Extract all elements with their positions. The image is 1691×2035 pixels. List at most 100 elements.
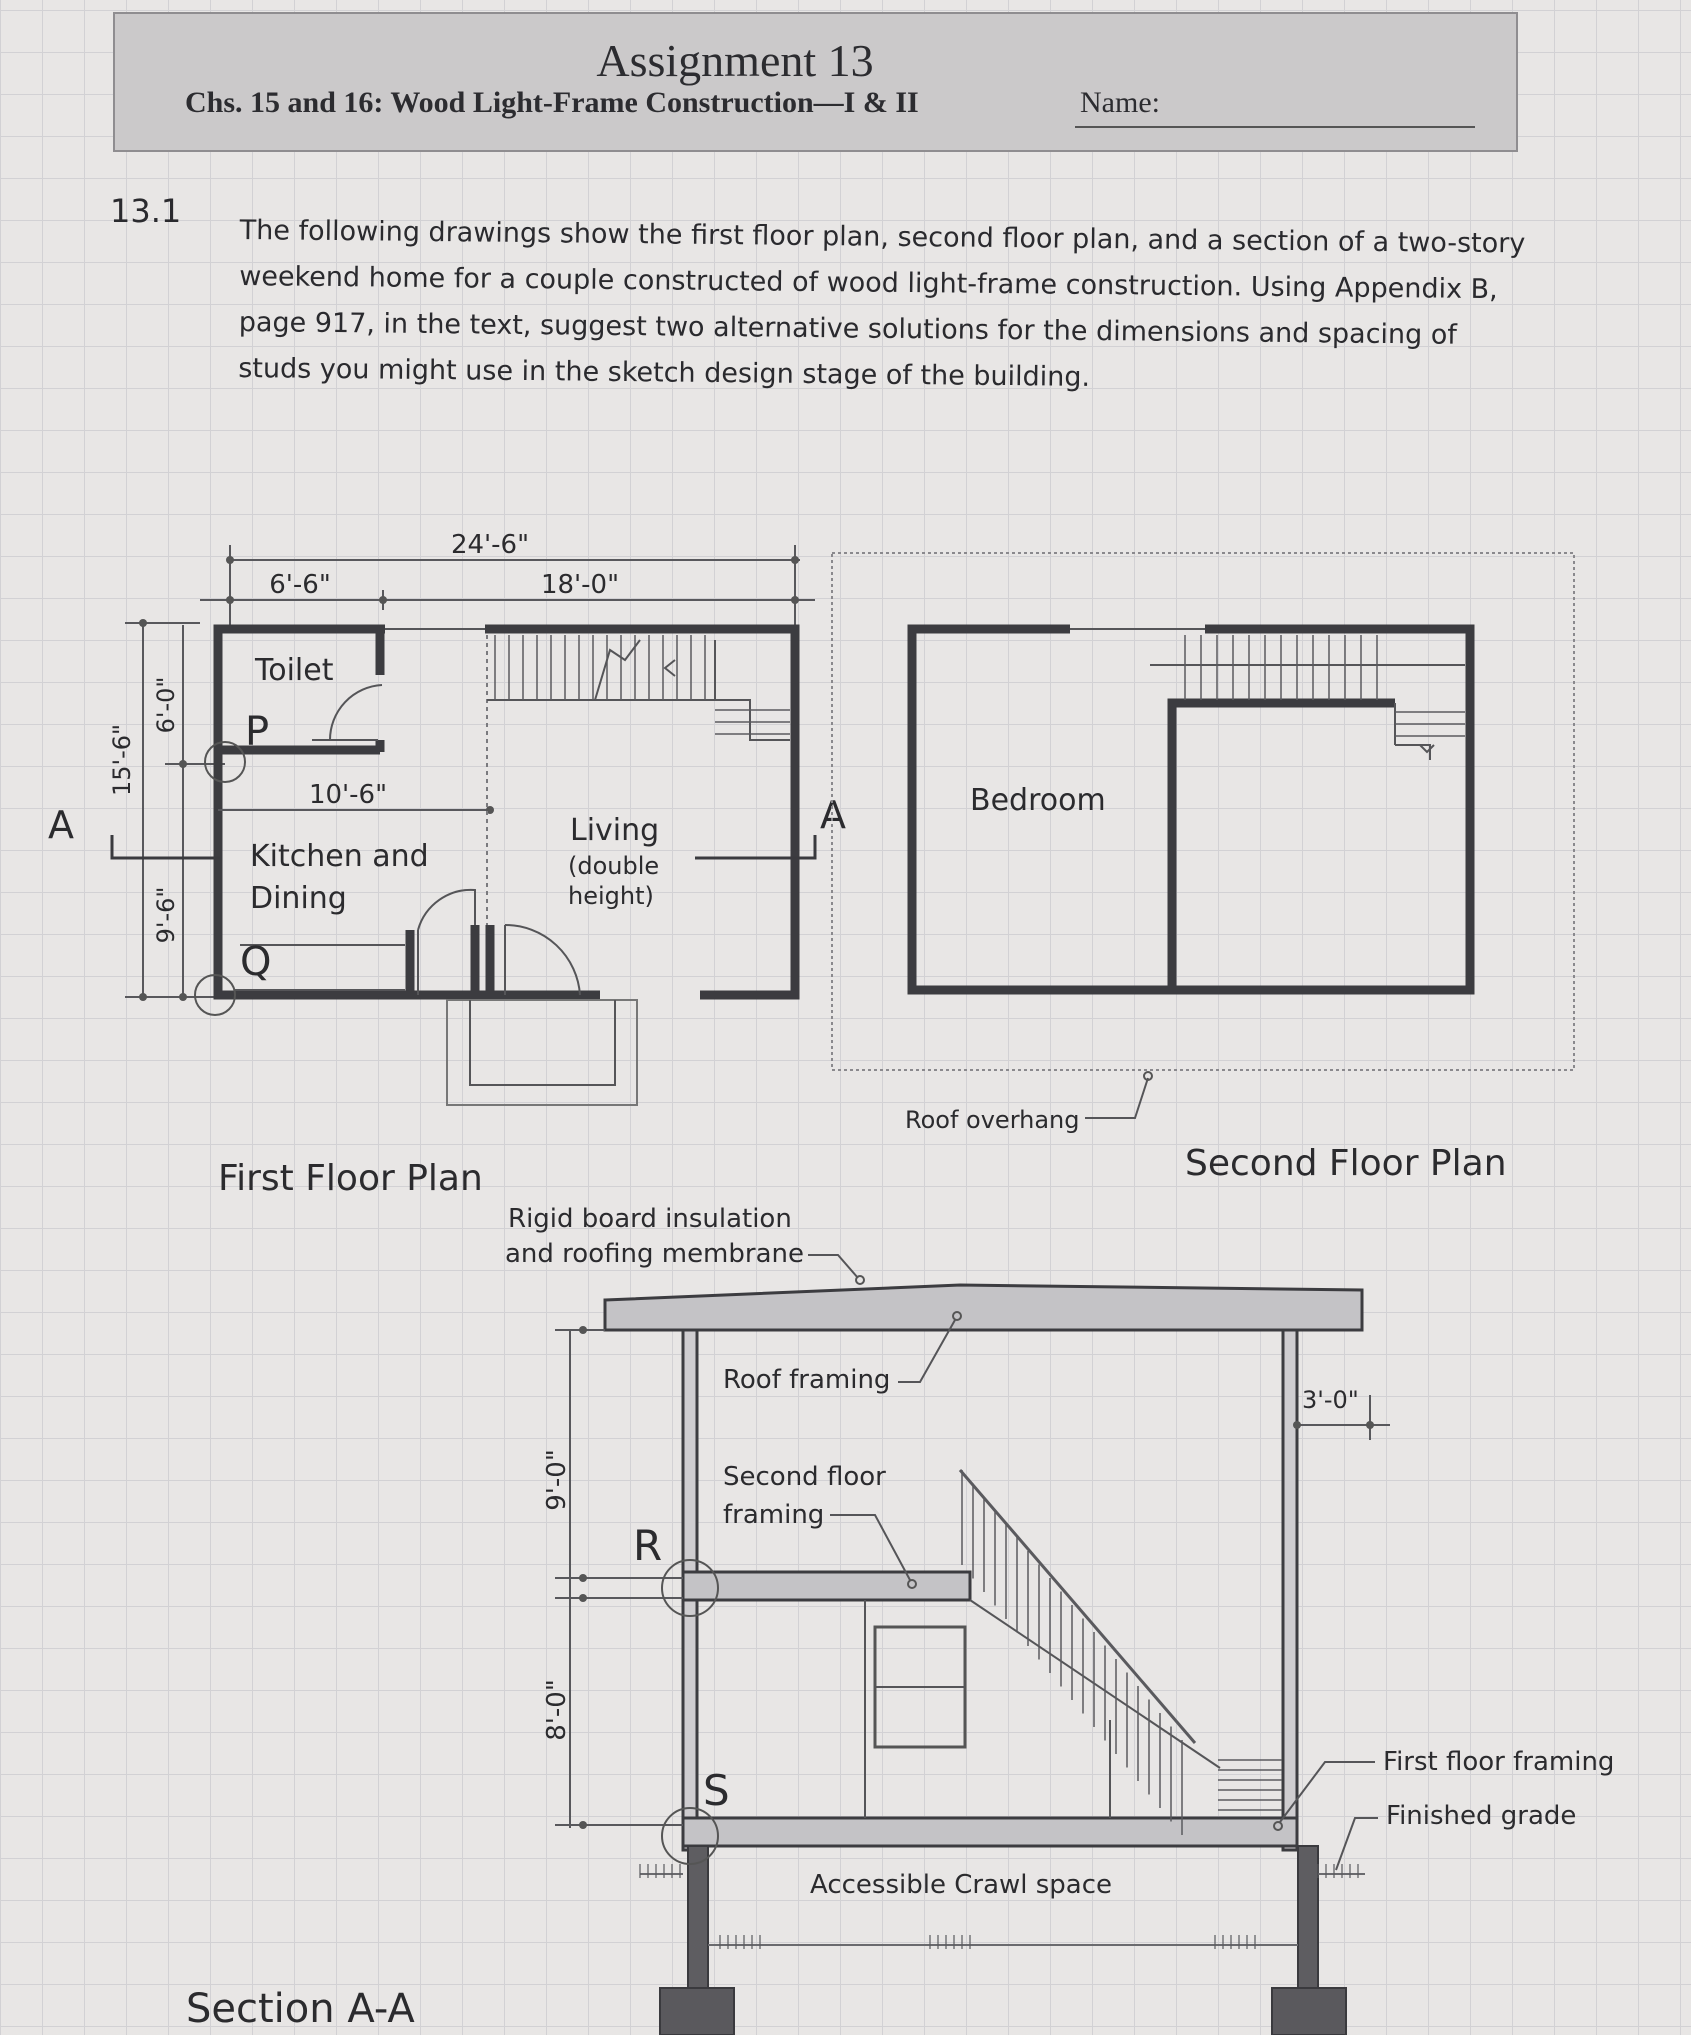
dim-dot	[226, 556, 234, 564]
dim-dot	[579, 1574, 587, 1582]
dim-dot	[179, 993, 187, 1001]
foundation-wall-right	[1297, 1845, 1319, 1989]
stair-arrow	[663, 659, 676, 677]
second-floor-slab	[681, 1570, 972, 1602]
room-bedroom: Bedroom	[970, 783, 1106, 818]
footing-left	[659, 1987, 735, 2035]
stair-soffit	[969, 1599, 1221, 1769]
first-floor-framing-label: First floor framing	[1383, 1747, 1614, 1777]
section-wall-right	[1281, 1328, 1299, 1852]
stair-landing	[1395, 744, 1431, 760]
detail-circle-s	[661, 1807, 719, 1865]
detail-circle-p	[204, 741, 246, 783]
dim-right: 18'-0"	[541, 570, 619, 600]
dim-upper-depth: 6'-0"	[152, 677, 180, 734]
detail-marker-p: P	[245, 709, 269, 755]
roof-framing-label: Roof framing	[723, 1365, 890, 1395]
dim-partition: 10'-6"	[309, 780, 387, 810]
dim-upper-height: 9'-0"	[542, 1449, 572, 1511]
second-floor-walls	[907, 624, 1475, 995]
toilet-door-swing	[328, 684, 383, 741]
overhang-leader	[1085, 1077, 1149, 1119]
dim-dot	[1293, 1421, 1301, 1429]
question-number: 13.1	[110, 192, 182, 230]
stair-railing	[958, 1469, 1197, 1835]
stair-edge	[714, 640, 790, 741]
second-floor-leader	[830, 1514, 911, 1581]
insulation-label-1: Rigid board insulation	[508, 1204, 792, 1234]
roof-framing-leader	[898, 1319, 956, 1383]
first-floor-framing-leader	[1279, 1761, 1375, 1823]
section-caption: Section A-A	[186, 1986, 415, 2032]
leader-dot	[907, 1579, 917, 1589]
dim-dot	[791, 596, 799, 604]
chapter-subtitle: Chs. 15 and 16: Wood Light-Frame Constru…	[185, 86, 919, 119]
section-marker-left: A	[48, 803, 74, 847]
dim-dot	[1366, 1421, 1374, 1429]
room-kitchen-line2: Dining	[250, 881, 347, 916]
leader-dot	[1143, 1071, 1153, 1081]
section-a-a: Rigid board insulation and roofing membr…	[186, 1204, 1614, 2035]
first-floor-stair	[487, 635, 790, 741]
room-kitchen-line1: Kitchen and	[250, 839, 429, 874]
first-floor-caption: First Floor Plan	[218, 1158, 483, 1199]
dim-lower-depth: 9'-6"	[152, 887, 180, 944]
leader-dot	[1273, 1821, 1283, 1831]
second-floor-plan: Bedroom Roof overhang Second Floor Plan	[831, 552, 1575, 1184]
dim-dot	[579, 1821, 587, 1829]
foundation-wall-left	[687, 1845, 709, 1989]
name-label: Name:	[1080, 86, 1160, 119]
roof-slab	[603, 1283, 1364, 1332]
first-floor-slab	[681, 1816, 1299, 1848]
room-toilet: Toilet	[254, 653, 334, 688]
first-floor-plan: 24'-6" 6'-6" 18'-0" 15'-6" 6'-0" 9'-6" 1…	[48, 530, 846, 1199]
dim-left: 6'-6"	[269, 570, 331, 600]
dim-dot	[379, 596, 387, 604]
dim-overhang: 3'-0"	[1302, 1386, 1359, 1414]
detail-marker-q: Q	[240, 939, 271, 985]
footing-right	[1271, 1987, 1347, 2035]
stair-handrail	[958, 1469, 1197, 1744]
dim-overall: 24'-6"	[451, 530, 529, 560]
section-cut-right	[695, 835, 817, 860]
detail-marker-r: R	[633, 1521, 662, 1570]
stair-treads	[1184, 635, 1465, 737]
room-living-note2: height)	[568, 882, 654, 910]
dim-dot	[791, 556, 799, 564]
stair-steps	[1218, 1759, 1282, 1811]
wall-right	[485, 624, 800, 1000]
dim-dot	[139, 993, 147, 1001]
dim-dot	[579, 1326, 587, 1334]
detail-marker-s: S	[703, 1766, 730, 1815]
room-living: Living	[570, 813, 659, 848]
insulation-leader	[808, 1254, 859, 1279]
finished-grade-label: Finished grade	[1386, 1801, 1576, 1831]
assignment-header: Assignment 13 Chs. 15 and 16: Wood Light…	[113, 12, 1518, 152]
dim-total-depth: 15'-6"	[108, 724, 136, 796]
porch-inner	[469, 1000, 616, 1086]
insulation-label-2: and roofing membrane	[505, 1239, 804, 1269]
dim-dot	[226, 596, 234, 604]
second-floor-label-2: framing	[723, 1500, 824, 1530]
stair-arrow	[1419, 744, 1435, 754]
assignment-title: Assignment 13	[596, 35, 874, 86]
dim-dot	[579, 1594, 587, 1602]
roof-overhang-label: Roof overhang	[905, 1106, 1080, 1134]
room-living-note1: (double	[568, 852, 659, 880]
stair-break	[594, 639, 641, 701]
crawl-space-label: Accessible Crawl space	[810, 1870, 1112, 1900]
leader-dot	[952, 1311, 962, 1321]
bedroom-partition	[1167, 698, 1395, 990]
kitchen-door-swing	[417, 888, 476, 931]
entry-door-swing	[504, 923, 581, 996]
detail-circle-r	[661, 1559, 719, 1617]
second-floor-label-1: Second floor	[723, 1462, 886, 1492]
dim-dot	[139, 619, 147, 627]
detail-circle-q	[194, 974, 236, 1016]
ground-hatch	[639, 1864, 1359, 1949]
leader-dot	[855, 1275, 865, 1285]
section-cut-left	[110, 835, 220, 860]
porch-outer	[446, 999, 638, 1106]
